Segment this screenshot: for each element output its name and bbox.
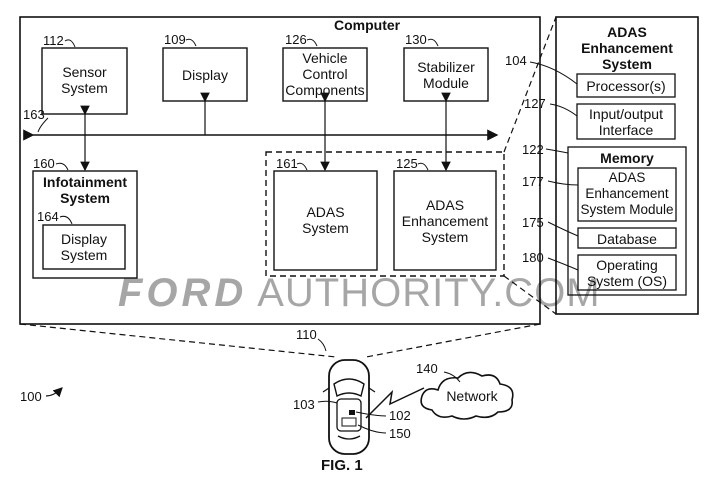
adas-enhancement-label: ADAS Enhancement System: [401, 197, 489, 245]
computer-box: [19, 16, 541, 325]
vehicle-icon: [322, 359, 376, 455]
module-box: [577, 167, 677, 222]
display-label: Display: [182, 67, 228, 83]
display-system-label: Display System: [60, 231, 108, 263]
ref-130: 130: [405, 32, 427, 47]
adas-panel-box: [555, 16, 699, 315]
database-box: [577, 227, 677, 249]
processor-box: [576, 73, 676, 98]
ref-164: 164: [37, 209, 59, 224]
ref-122: 122: [522, 142, 544, 157]
processor-label: Processor(s): [586, 78, 666, 94]
io-label: Input/output Interface: [589, 106, 663, 138]
vehicle-control-label: Vehicle Control Components: [285, 50, 365, 98]
ref-163: 163: [23, 107, 45, 122]
memory-label: Memory: [600, 150, 654, 166]
memory-box: [567, 146, 687, 296]
sensor-system-label: Sensor System: [61, 64, 108, 96]
watermark-brand: FORD: [118, 271, 248, 315]
ref-160: 160: [33, 156, 55, 171]
dashed-group: [265, 151, 505, 277]
ref-126: 126: [285, 32, 307, 47]
os-box: [577, 254, 677, 291]
ref-140: 140: [416, 361, 438, 376]
ref-127: 127: [524, 96, 546, 111]
ref-109: 109: [164, 32, 186, 47]
network-cloud: [420, 371, 514, 420]
infotainment-box: [32, 170, 138, 279]
ref-161: 161: [276, 156, 298, 171]
ref-102: 102: [389, 408, 411, 423]
ref-100: 100: [20, 389, 42, 404]
watermark: FORD AUTHORITY.COM: [118, 271, 601, 315]
infotainment-label: Infotainment System: [43, 174, 127, 206]
system-ref-arrow: [45, 387, 63, 398]
ref-103: 103: [293, 397, 315, 412]
ref-110: 110: [296, 327, 317, 342]
wireless-link: [365, 387, 425, 419]
ref-104: 104: [505, 53, 527, 68]
database-label: Database: [597, 231, 657, 247]
ref-150: 150: [389, 426, 411, 441]
ref-180: 180: [522, 250, 544, 265]
watermark-rest: AUTHORITY.COM: [247, 271, 601, 315]
adas-system-label: ADAS System: [302, 204, 349, 236]
stabilizer-label: Stabilizer Module: [417, 59, 475, 91]
network-label: Network: [446, 388, 498, 404]
ref-177: 177: [522, 174, 544, 189]
io-box: [576, 103, 676, 140]
figure-label: FIG. 1: [321, 457, 363, 474]
ref-175: 175: [522, 215, 544, 230]
adas-panel-title: ADAS Enhancement System: [581, 24, 673, 72]
adas-enh-box: [393, 170, 497, 271]
module-label: ADAS Enhancement System Module: [580, 170, 674, 217]
display-system-box: [42, 224, 126, 270]
computer-title: Computer: [334, 17, 401, 33]
adas-box: [273, 170, 378, 271]
os-label: Operating System (OS): [586, 257, 668, 289]
ref-125: 125: [396, 156, 418, 171]
ref-112: 112: [43, 33, 64, 48]
